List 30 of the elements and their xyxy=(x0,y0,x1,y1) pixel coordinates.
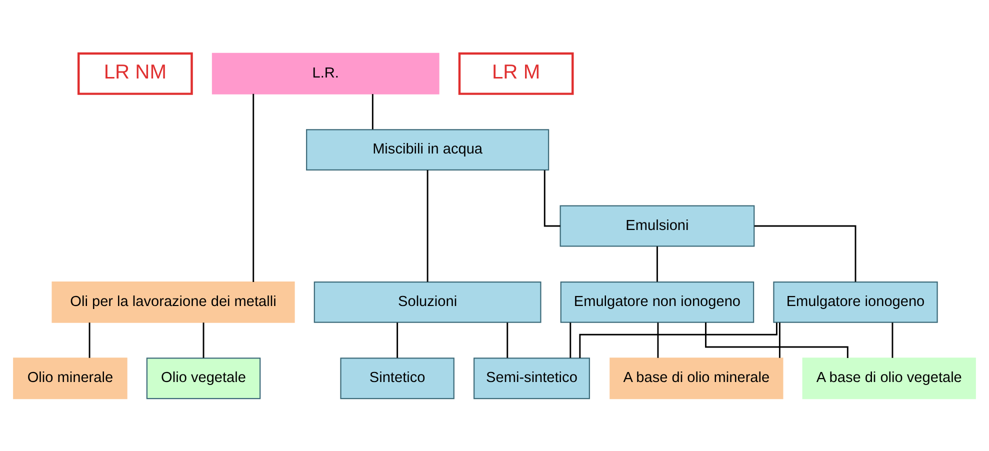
node-box: A base di olio vegetale xyxy=(802,357,976,399)
connector xyxy=(570,322,572,358)
connector xyxy=(506,322,508,358)
node-box: LR M xyxy=(458,52,574,94)
node-box: A base di olio minerale xyxy=(610,357,784,399)
connector xyxy=(202,322,204,358)
connector xyxy=(372,94,374,129)
node-box: Sintetico xyxy=(340,357,454,399)
node-box: Soluzioni xyxy=(314,280,542,322)
connector xyxy=(657,322,659,358)
node-box: Semi-sintetico xyxy=(474,357,590,399)
node-box: Emulgatore non ionogeno xyxy=(560,280,754,322)
connector xyxy=(705,322,848,358)
node-box: Olio vegetale xyxy=(146,357,261,399)
node-box: Miscibili in acqua xyxy=(306,128,550,170)
node-box: Olio minerale xyxy=(13,357,128,399)
connector xyxy=(252,93,254,282)
connector xyxy=(88,322,90,358)
connector xyxy=(579,322,778,358)
node-box: Emulgatore ionogeno xyxy=(773,280,938,322)
connector xyxy=(892,322,894,358)
node-box: Emulsioni xyxy=(560,204,755,246)
connector xyxy=(754,224,856,282)
connector xyxy=(778,322,780,358)
connector xyxy=(656,246,658,282)
node-box: L.R. xyxy=(212,52,440,94)
node-box: LR NM xyxy=(77,52,193,94)
connector xyxy=(396,322,398,358)
connector xyxy=(426,170,428,282)
node-box: Oli per la lavorazione dei metalli xyxy=(52,280,295,322)
